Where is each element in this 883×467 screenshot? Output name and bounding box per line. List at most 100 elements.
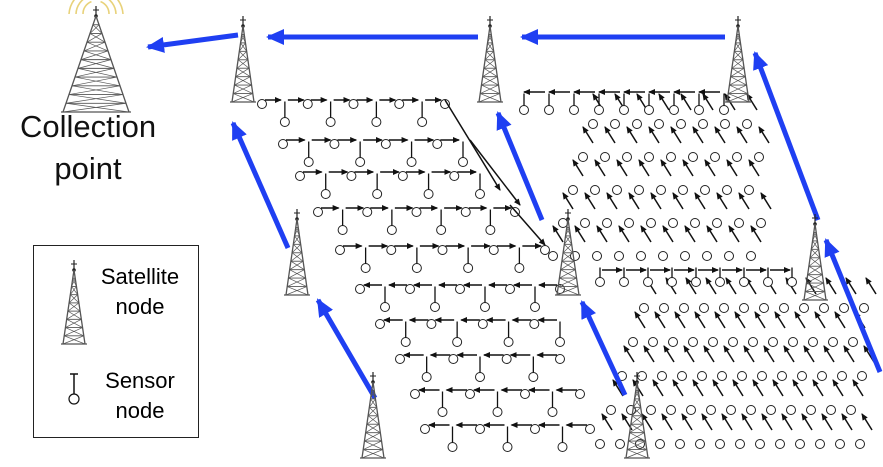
sensor-link (832, 379, 844, 397)
sensor-node (475, 356, 485, 382)
sensor-node (677, 371, 687, 381)
sensor-node (440, 99, 450, 109)
sensor-node (702, 251, 712, 261)
sensor-node (695, 439, 705, 449)
sensor-link (812, 379, 824, 397)
sensor-node (715, 267, 725, 287)
sensor-node-icon (68, 373, 80, 405)
sensor-link (712, 379, 724, 397)
sensor-link (761, 413, 773, 431)
sensor-node (624, 218, 634, 228)
legend-sensor-label: Sensor node (105, 368, 175, 423)
sensor-link (683, 345, 695, 363)
sensor-node (786, 405, 796, 415)
sensor-node (835, 439, 845, 449)
sensor-node (756, 218, 766, 228)
sensor-node (655, 439, 665, 449)
sensor-link (703, 345, 715, 363)
sensor-link (701, 413, 713, 431)
sensor-node (313, 207, 323, 217)
long-range-link-arrow (579, 300, 628, 397)
sensor-link (640, 225, 652, 243)
sensor-node (502, 426, 513, 452)
sensor-node (815, 439, 825, 449)
sensor-node (257, 99, 267, 109)
sensor-node (278, 139, 288, 149)
sensor-link (702, 93, 714, 111)
collection-point-label: Collection point (19, 109, 157, 186)
sensor-link (601, 413, 613, 431)
sensor-link (612, 379, 624, 397)
sensor-node (594, 93, 604, 115)
sensor-node (636, 251, 646, 261)
sensor-node (325, 101, 336, 127)
sensor-node (717, 371, 727, 381)
sensor-node (411, 207, 422, 217)
sensor-link (658, 93, 670, 111)
sensor-link (685, 277, 697, 295)
sensor-node (659, 303, 669, 313)
sensor-node (676, 119, 686, 129)
sensor-link (509, 204, 546, 246)
sensor-node (395, 354, 405, 364)
sensor-link (628, 192, 640, 210)
sensor-node (857, 371, 867, 381)
sensor-node (644, 152, 654, 162)
sensor-node (669, 93, 679, 115)
sensor-node (600, 152, 610, 162)
sensor-node (375, 319, 385, 329)
sensor-link (825, 277, 837, 295)
sensor-node (826, 405, 836, 415)
sensor-link (648, 126, 660, 144)
sensor-link (852, 379, 864, 397)
sensor-node (787, 267, 797, 287)
long-range-link-arrow (315, 298, 378, 400)
sensor-link (821, 413, 833, 431)
sensor-node (739, 303, 749, 313)
sensor-node (580, 218, 590, 228)
sensor-node (688, 152, 698, 162)
sensor-node (455, 284, 465, 294)
sensor-node (514, 247, 525, 273)
sensor-node (578, 152, 588, 162)
satellite-node-icon (477, 16, 503, 103)
sensor-link (741, 413, 753, 431)
sensor-link (680, 93, 692, 111)
sensor-node (724, 251, 734, 261)
sensor-link (792, 379, 804, 397)
sensor-node (759, 303, 769, 313)
sensor-link (572, 159, 584, 177)
sensor-node (528, 356, 539, 382)
sensor-link (672, 379, 684, 397)
sensor-grid (257, 89, 877, 452)
sensor-node (668, 218, 678, 228)
sensor-link (469, 139, 521, 206)
sensor-node (417, 101, 428, 127)
sensor-link (704, 159, 716, 177)
sensor-link (661, 413, 673, 431)
sensor-link (721, 413, 733, 431)
sensor-link (734, 311, 746, 329)
satellite-node-icon (360, 372, 386, 459)
sensor-node (503, 321, 514, 347)
sensor-node (447, 426, 458, 452)
sensor-node (788, 337, 798, 347)
sensor-node (558, 218, 568, 228)
long-range-link-arrow (495, 111, 545, 221)
sensor-link (638, 159, 650, 177)
sensor-node (329, 139, 340, 149)
sensor-node (690, 218, 700, 228)
sensor-link (641, 413, 653, 431)
sensor-node (397, 171, 408, 181)
sensor-link (732, 379, 744, 397)
sensor-node (448, 354, 459, 364)
sensor-node (355, 284, 365, 294)
sensor-link (692, 379, 704, 397)
sensor-node (477, 319, 488, 329)
sensor-node (799, 303, 809, 313)
sensor-link (716, 192, 728, 210)
sensor-node (555, 321, 565, 347)
sensor-link (660, 159, 672, 177)
satellite-node-icon (230, 16, 256, 103)
